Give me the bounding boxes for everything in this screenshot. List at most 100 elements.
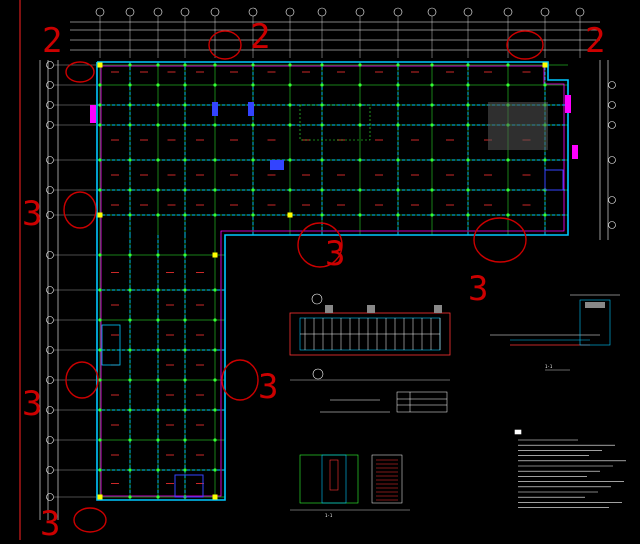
column-dot <box>430 63 434 67</box>
column-dot <box>213 408 217 412</box>
column-square <box>97 62 103 68</box>
column-dot <box>430 83 434 87</box>
axis-bubble <box>46 316 54 324</box>
column-square <box>97 212 103 218</box>
axis-bubble <box>46 436 54 444</box>
column-dot <box>128 438 132 442</box>
column-dot <box>213 348 217 352</box>
axis-bubble <box>46 186 54 194</box>
column-square <box>212 252 218 258</box>
annotation-circle <box>221 359 259 401</box>
column-dot <box>543 158 547 162</box>
column-dot <box>466 83 470 87</box>
annotation-circle <box>65 361 99 399</box>
axis-bubble <box>608 81 616 89</box>
column-dot <box>98 348 102 352</box>
column-dot <box>251 213 255 217</box>
column-dot <box>183 408 187 412</box>
column-dot <box>213 158 217 162</box>
column-dot <box>320 63 324 67</box>
axis-bubble <box>46 81 54 89</box>
column-dot <box>213 318 217 322</box>
column-dot <box>128 158 132 162</box>
detail-legend-table <box>320 391 448 413</box>
column-dot <box>396 123 400 127</box>
column-dot <box>320 83 324 87</box>
annotation-circle <box>473 217 527 263</box>
column-dot <box>320 213 324 217</box>
column-axis-markers <box>95 7 585 58</box>
column-dot <box>320 158 324 162</box>
column-dot <box>543 213 547 217</box>
column-dot <box>156 123 160 127</box>
column-dot <box>430 188 434 192</box>
axis-bubble <box>46 61 54 69</box>
column-dot <box>128 378 132 382</box>
column-dot <box>213 468 217 472</box>
column-dot <box>183 438 187 442</box>
column-dot <box>320 123 324 127</box>
column-dot <box>251 63 255 67</box>
annotation-number: 3 <box>22 384 42 424</box>
column-dot <box>128 188 132 192</box>
column-dot <box>430 103 434 107</box>
building-outline <box>96 61 569 501</box>
column-dot <box>183 288 187 292</box>
column-dot <box>358 158 362 162</box>
column-dot <box>128 288 132 292</box>
column-dot <box>213 83 217 87</box>
column-dot <box>183 158 187 162</box>
column-dot <box>213 123 217 127</box>
column-dot <box>320 188 324 192</box>
annotation-number: 3 <box>468 269 488 309</box>
column-markers <box>97 62 548 500</box>
column-dot <box>183 103 187 107</box>
column-dot <box>430 213 434 217</box>
axis-bubble <box>46 211 54 219</box>
annotation-number: 2 <box>585 21 605 61</box>
column-dot <box>251 188 255 192</box>
annotation-circle <box>208 30 242 60</box>
column-dot <box>98 103 102 107</box>
column-dot <box>506 63 510 67</box>
column-dot <box>156 408 160 412</box>
axis-bubble <box>46 286 54 294</box>
column-dot <box>213 213 217 217</box>
column-dot <box>98 408 102 412</box>
axis-bubble <box>46 406 54 414</box>
axis-bubble <box>46 121 54 129</box>
column-dot <box>98 253 102 257</box>
building-inner-outline <box>100 65 565 497</box>
axis-bubble <box>46 376 54 384</box>
column-dot <box>358 123 362 127</box>
column-dot <box>213 63 217 67</box>
column-dot <box>466 63 470 67</box>
annotation-circle <box>506 30 544 60</box>
axis-bubble <box>608 101 616 109</box>
column-dot <box>98 318 102 322</box>
column-dot <box>396 63 400 67</box>
column-dot <box>156 438 160 442</box>
column-dot <box>98 468 102 472</box>
annotation-number: 2 <box>42 21 62 61</box>
axis-bubble <box>46 493 54 501</box>
column-dot <box>98 288 102 292</box>
annotation-circle <box>73 507 107 533</box>
column-dot <box>506 188 510 192</box>
column-dot <box>213 378 217 382</box>
column-square <box>542 62 548 68</box>
column-dot <box>128 468 132 472</box>
column-dot <box>156 63 160 67</box>
column-dot <box>183 318 187 322</box>
column-dot <box>98 83 102 87</box>
column-dot <box>466 213 470 217</box>
column-dot <box>213 438 217 442</box>
column-dot <box>98 188 102 192</box>
axis-bubble <box>46 251 54 259</box>
column-dot <box>466 103 470 107</box>
column-dot <box>156 348 160 352</box>
column-dot <box>183 63 187 67</box>
column-dot <box>98 158 102 162</box>
